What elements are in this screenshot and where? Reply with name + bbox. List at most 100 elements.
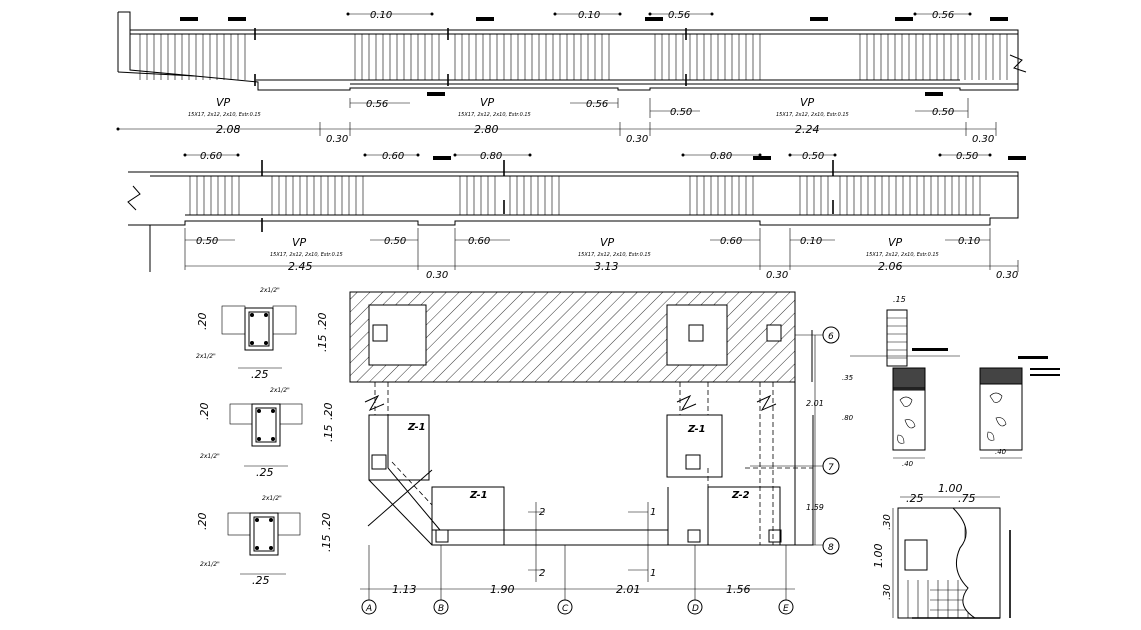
- beam-1-span-title: VP: [216, 96, 231, 109]
- beam-2-span-dims: 2.45 3.13 2.06 0.30 0.30 0.30: [185, 260, 1019, 281]
- beam-2-span-spec: 15X17, 2x12, 2x10, Estr.0.15: [270, 252, 343, 258]
- plan-dim: 2.01: [616, 583, 641, 596]
- corner-detail: 1.00 .25 .75 1.00 .30 .30: [872, 482, 1011, 619]
- beam-2-bottom-dim: 0.50: [384, 236, 406, 247]
- section-3-bottom-label: 2x1/2": [200, 561, 220, 568]
- beam-2-top-dim: 0.50: [956, 151, 978, 162]
- beam-2-bottom-dim: 0.10: [800, 236, 822, 247]
- corner-height-total: 1.00: [872, 544, 885, 569]
- corner-width-part: .25: [906, 492, 924, 505]
- foundation-left-dim: .80: [842, 414, 854, 422]
- beam-elevation-2: 0.60 0.60 0.80 0.80 0.50 0.50 0.50 0.50: [127, 151, 1026, 281]
- beam-1-support-width: 0.30: [626, 134, 648, 145]
- beam-2-bottom-dims: 0.50 0.50 0.60 0.60 0.10 0.10: [184, 228, 991, 270]
- plan-dim: 2.01: [806, 399, 824, 408]
- grid-axis-label: E: [783, 604, 789, 614]
- section-1-dim-h: .20: [196, 313, 209, 331]
- beam-2-support-width: 0.30: [996, 270, 1018, 281]
- beam-1-top-dim: 0.10: [578, 10, 600, 21]
- beam-1-top-dim: 0.56: [668, 10, 690, 21]
- beam-section-3: 2x1/2" 2x1/2" .20 .20 .15 .25: [196, 495, 333, 587]
- beam-1-top-dim: 0.56: [932, 10, 954, 21]
- foundation-plan: Z-1 Z-1 Z-1 Z-2 2 1 2 1 A B C D E 1.13 1…: [349, 291, 840, 615]
- grid-axis-label: D: [692, 604, 699, 614]
- beam-section-1: 2x1/2" 2x1/2" .20 .20 .15 .25: [196, 287, 329, 381]
- section-1-top-label: 2x1/2": [260, 287, 280, 294]
- beam-2-top-dim: 0.80: [710, 151, 732, 162]
- cut-label: 2: [539, 507, 545, 518]
- section-2-width: .25: [256, 466, 274, 479]
- beam-2-support-width: 0.30: [766, 270, 788, 281]
- beam-2-bottom-dim: 0.60: [720, 236, 742, 247]
- beam-2-stirrups: [189, 176, 981, 215]
- section-3-dim-h: .20: [196, 513, 209, 531]
- cut-label: 2: [539, 568, 545, 579]
- foundation-detail: .15 .35 .80 .40 .40: [842, 295, 1060, 468]
- section-3-dim-v2: .15: [320, 535, 333, 553]
- cut-label: 1: [650, 507, 656, 518]
- beam-1-support-width: 0.30: [326, 134, 348, 145]
- plan-dim: 1.59: [806, 503, 824, 512]
- beam-elevation-1: 0.10 0.10 0.56 0.56 0.56 0.56 0.50 0.50: [116, 10, 1027, 145]
- plan-dim: 1.90: [490, 583, 515, 596]
- section-3-dim-v1: .20: [320, 513, 333, 531]
- corner-height-part: .30: [882, 584, 893, 600]
- beam-2-top-dim: 0.80: [480, 151, 502, 162]
- cut-label: 1: [650, 568, 656, 579]
- corner-width-part: .75: [958, 492, 976, 505]
- foundation-top-dim: .15: [893, 295, 906, 304]
- beam-1-span-spec: 15X17, 2x12, 2x10, Estr.0.15: [188, 112, 261, 118]
- corner-height-part: .30: [882, 514, 893, 530]
- foundation-width: .40: [902, 460, 914, 468]
- beam-section-2: 2x1/2" 2x1/2" .20 .20 .15 .25: [198, 387, 335, 479]
- beam-2-span-title: VP: [292, 236, 307, 249]
- beam-2-top-dims: 0.60 0.60 0.80 0.80 0.50 0.50: [183, 151, 992, 162]
- beam-2-span-length: 3.13: [594, 260, 619, 273]
- footing-label: Z-1: [469, 490, 488, 501]
- row-axis-label: 7: [828, 463, 834, 473]
- beam-1-top-dim: 0.10: [370, 10, 392, 21]
- section-1-dim-v2: .15: [316, 335, 329, 353]
- section-2-dim-v1: .20: [322, 403, 335, 421]
- foundation-left-dim: .35: [842, 374, 854, 382]
- beam-2-span-title: VP: [600, 236, 615, 249]
- grid-axis-label: C: [562, 604, 569, 614]
- section-2-top-label: 2x1/2": [270, 387, 290, 394]
- section-3-top-label: 2x1/2": [262, 495, 282, 502]
- plan-dim: 1.56: [726, 583, 751, 596]
- grid-axis-label: A: [365, 604, 372, 614]
- beam-1-bottom-dim: 0.56: [366, 99, 388, 110]
- footing-label: Z-2: [731, 490, 750, 501]
- beam-1-span-title: VP: [800, 96, 815, 109]
- beam-1-span-dims: 2.08 2.80 2.24 0.30 0.30 0.30: [116, 122, 997, 145]
- beam-2-span-spec: 15X17, 2x12, 2x10, Estr.0.15: [578, 252, 651, 258]
- beam-1-top-dims: 0.10 0.10 0.56 0.56: [346, 10, 972, 21]
- beam-2-top-dim: 0.60: [382, 151, 404, 162]
- beam-2-bottom-dim: 0.60: [468, 236, 490, 247]
- beam-1-bottom-dim: 0.50: [932, 107, 954, 118]
- beam-1-span-spec: 15X17, 2x12, 2x10, Estr.0.15: [776, 112, 849, 118]
- section-1-bottom-label: 2x1/2": [196, 353, 216, 360]
- beam-2-span-length: 2.06: [878, 260, 903, 273]
- section-2-dim-h: .20: [198, 403, 211, 421]
- beam-2-top-dim: 0.50: [802, 151, 824, 162]
- corner-width-total: 1.00: [938, 482, 963, 495]
- section-3-width: .25: [252, 574, 270, 587]
- beam-2-top-dim: 0.60: [200, 151, 222, 162]
- beam-1-bottom-dims: 0.56 0.56 0.50 0.50: [349, 98, 969, 118]
- beam-1-span-length: 2.24: [795, 123, 820, 136]
- beam-2-span-title: VP: [888, 236, 903, 249]
- beam-1-span-length: 2.08: [216, 123, 241, 136]
- grid-axis-label: B: [438, 604, 444, 614]
- beam-1-span-spec: 15X17, 2x12, 2x10, Estr.0.15: [458, 112, 531, 118]
- beam-1-support-width: 0.30: [972, 134, 994, 145]
- beam-2-span-spec: 15X17, 2x12, 2x10, Estr.0.15: [866, 252, 939, 258]
- beam-1-stirrups: [139, 34, 1008, 80]
- footing-label: Z-1: [407, 422, 426, 433]
- row-axis-label: 8: [828, 543, 834, 553]
- section-2-dim-v2: .15: [322, 425, 335, 443]
- beam-2-bottom-dim: 0.10: [958, 236, 980, 247]
- beam-1-bottom-dim: 0.56: [586, 99, 608, 110]
- beam-2-bottom-dim: 0.50: [196, 236, 218, 247]
